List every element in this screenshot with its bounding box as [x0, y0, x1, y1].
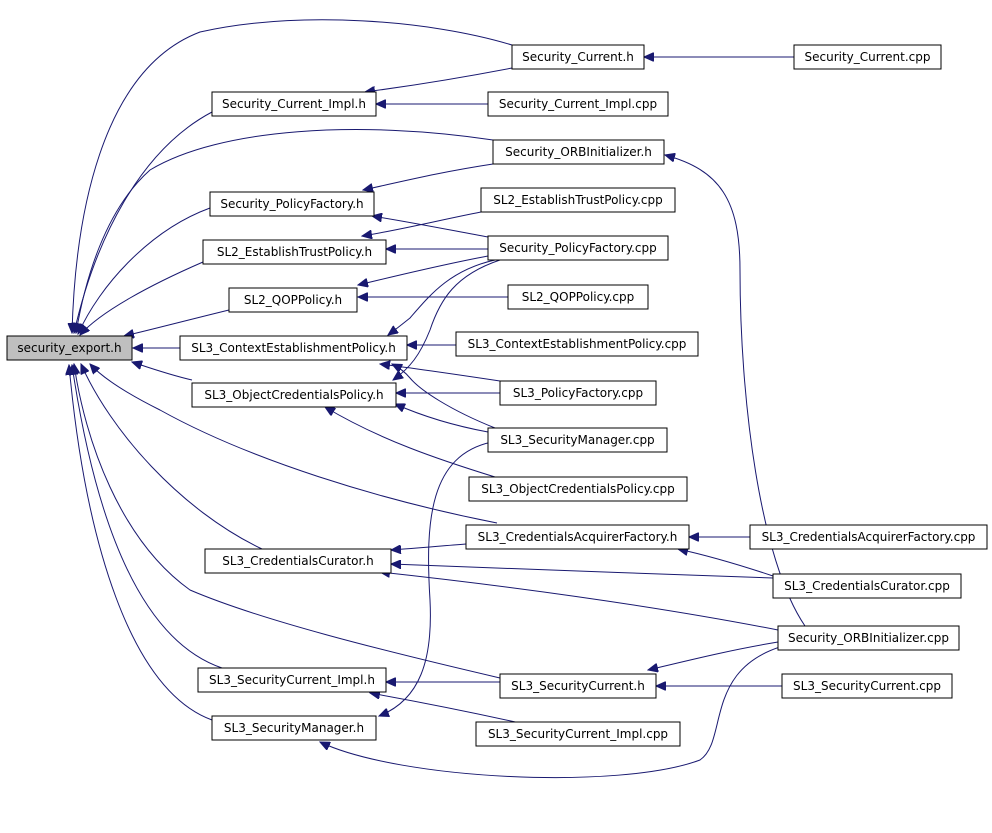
svg-text:SL3_ObjectCredentialsPolicy.cp: SL3_ObjectCredentialsPolicy.cpp: [481, 482, 675, 496]
edge-cc-cpp-to-caf-h: [678, 549, 774, 577]
svg-text:Security_PolicyFactory.cpp: Security_PolicyFactory.cpp: [499, 241, 657, 255]
node-security-export-h[interactable]: security_export.h: [6, 335, 133, 361]
node-sl3-securitycurrent-impl-cpp[interactable]: SL3_SecurityCurrent_Impl.cpp: [475, 721, 681, 747]
node-sl3-securitymanager-h[interactable]: SL3_SecurityManager.h: [211, 715, 377, 741]
node-sl3-objectcredentialspolicy-cpp[interactable]: SL3_ObjectCredentialsPolicy.cpp: [468, 476, 688, 502]
edge-policyfactory-cpp-to-cep-h: [388, 259, 496, 335]
node-sl3-credentialsacquirerfactory-cpp[interactable]: SL3_CredentialsAcquirerFactory.cpp: [749, 524, 988, 550]
node-security-orbinitializer-h[interactable]: Security_ORBInitializer.h: [492, 139, 665, 165]
svg-text:SL3_CredentialsAcquirerFactory: SL3_CredentialsAcquirerFactory.cpp: [762, 530, 976, 544]
edge-sl3-sc-impl-h-to-export: [72, 365, 223, 669]
svg-text:SL3_SecurityManager.cpp: SL3_SecurityManager.cpp: [500, 433, 654, 447]
node-sl2-qoppolicy-h[interactable]: SL2_QOPPolicy.h: [228, 287, 358, 313]
edge-etp-cpp-to-etp-h: [362, 211, 482, 236]
node-sl3-contextestablishmentpolicy-cpp[interactable]: SL3_ContextEstablishmentPolicy.cpp: [455, 331, 699, 357]
node-security-orbinitializer-cpp[interactable]: Security_ORBInitializer.cpp: [777, 625, 960, 651]
edge-orbinit-h-to-policyfactory-h: [363, 163, 494, 190]
edge-current-impl-h-to-export: [74, 111, 213, 333]
edge-sm-cpp-to-ocp-h: [395, 404, 489, 433]
svg-text:Security_ORBInitializer.cpp: Security_ORBInitializer.cpp: [788, 631, 949, 645]
node-security-policyfactory-cpp[interactable]: Security_PolicyFactory.cpp: [487, 235, 669, 261]
edge-sl2-qop-h-to-export: [124, 309, 230, 336]
edge-policyfactory-cpp-to-policyfactory-h: [372, 216, 489, 238]
svg-text:SL2_QOPPolicy.cpp: SL2_QOPPolicy.cpp: [522, 290, 635, 304]
svg-text:SL3_ContextEstablishmentPolicy: SL3_ContextEstablishmentPolicy.cpp: [468, 337, 687, 351]
svg-text:SL3_ObjectCredentialsPolicy.h: SL3_ObjectCredentialsPolicy.h: [204, 388, 383, 402]
node-security-current-impl-cpp[interactable]: Security_Current_Impl.cpp: [487, 91, 669, 117]
svg-text:Security_PolicyFactory.h: Security_PolicyFactory.h: [220, 197, 363, 211]
svg-text:security_export.h: security_export.h: [17, 341, 121, 355]
edge-orbinit-cpp-to-cc-h: [380, 572, 779, 631]
node-sl3-objectcredentialspolicy-h[interactable]: SL3_ObjectCredentialsPolicy.h: [191, 382, 397, 408]
edge-orbinit-cpp-to-sm-h: [320, 641, 801, 779]
svg-text:SL3_ContextEstablishmentPolicy: SL3_ContextEstablishmentPolicy.h: [191, 341, 396, 355]
node-security-current-cpp[interactable]: Security_Current.cpp: [793, 44, 942, 70]
svg-text:SL2_QOPPolicy.h: SL2_QOPPolicy.h: [244, 293, 342, 307]
edge-policyfactory-cpp-to-ocp-h: [393, 259, 501, 380]
svg-text:SL3_SecurityManager.h: SL3_SecurityManager.h: [224, 721, 364, 735]
edge-caf-h-to-cc-h: [391, 543, 467, 550]
edge-sl3-cc-h-to-export: [81, 364, 263, 550]
edge-sl3-ocp-h-to-export: [132, 362, 193, 381]
node-security-current-impl-h[interactable]: Security_Current_Impl.h: [211, 91, 377, 117]
svg-text:Security_Current_Impl.cpp: Security_Current_Impl.cpp: [499, 97, 657, 111]
edge-policyfactory-cpp-to-qop-h: [358, 255, 489, 285]
svg-text:Security_ORBInitializer.h: Security_ORBInitializer.h: [505, 145, 652, 159]
edge-sl3-sc-h-to-export: [74, 364, 501, 679]
node-sl3-securitymanager-cpp[interactable]: SL3_SecurityManager.cpp: [487, 427, 668, 453]
svg-text:SL3_SecurityCurrent.h: SL3_SecurityCurrent.h: [511, 679, 645, 693]
edge-orbinit-cpp-to-sc-h: [648, 641, 779, 670]
node-sl2-establishtrustpolicy-h[interactable]: SL2_EstablishTrustPolicy.h: [202, 239, 387, 265]
node-security-policyfactory-h[interactable]: Security_PolicyFactory.h: [209, 191, 375, 217]
edge-sm-cpp-to-cep-h: [392, 364, 496, 429]
edge-current-h-to-current-impl-h: [365, 67, 513, 92]
svg-text:SL2_EstablishTrustPolicy.h: SL2_EstablishTrustPolicy.h: [217, 245, 372, 259]
edge-sm-cpp-to-sm-h: [379, 441, 493, 716]
svg-text:SL3_SecurityCurrent_Impl.cpp: SL3_SecurityCurrent_Impl.cpp: [488, 727, 668, 741]
svg-text:SL3_PolicyFactory.cpp: SL3_PolicyFactory.cpp: [513, 386, 643, 400]
edge-sl2-etp-h-to-export: [80, 261, 204, 335]
edge-layer: [69, 19, 806, 779]
node-sl3-credentialsacquirerfactory-h[interactable]: SL3_CredentialsAcquirerFactory.h: [465, 524, 690, 550]
edge-sc-impl-cpp-to-sc-impl-h: [370, 693, 521, 724]
edge-orbinit-h-to-export: [76, 129, 494, 333]
node-sl3-credentialscurator-h[interactable]: SL3_CredentialsCurator.h: [204, 548, 392, 574]
svg-text:SL3_CredentialsAcquirerFactory: SL3_CredentialsAcquirerFactory.h: [478, 530, 678, 544]
edge-orbinit-cpp-to-orbinit-h: [665, 155, 806, 627]
svg-text:SL3_CredentialsCurator.cpp: SL3_CredentialsCurator.cpp: [784, 579, 950, 593]
svg-text:SL3_SecurityCurrent.cpp: SL3_SecurityCurrent.cpp: [793, 679, 941, 693]
node-security-current-h[interactable]: Security_Current.h: [511, 44, 645, 70]
node-sl3-securitycurrent-h[interactable]: SL3_SecurityCurrent.h: [499, 673, 657, 699]
svg-text:Security_Current.h: Security_Current.h: [522, 50, 634, 64]
edge-policyfactory-h-to-export: [78, 207, 211, 334]
node-sl3-policyfactory-cpp[interactable]: SL3_PolicyFactory.cpp: [499, 380, 657, 406]
svg-text:Security_Current.cpp: Security_Current.cpp: [805, 50, 931, 64]
edge-cc-cpp-to-cc-h: [391, 564, 774, 579]
node-sl2-qoppolicy-cpp[interactable]: SL2_QOPPolicy.cpp: [507, 284, 649, 310]
edge-sl3-caf-h-to-export: [90, 364, 498, 524]
node-sl3-credentialscurator-cpp[interactable]: SL3_CredentialsCurator.cpp: [772, 573, 962, 599]
svg-text:SL3_CredentialsCurator.h: SL3_CredentialsCurator.h: [222, 554, 374, 568]
node-sl3-contextestablishmentpolicy-h[interactable]: SL3_ContextEstablishmentPolicy.h: [179, 335, 408, 361]
edge-sl3-sm-h-to-export: [69, 365, 213, 721]
node-sl3-securitycurrent-impl-h[interactable]: SL3_SecurityCurrent_Impl.h: [197, 667, 387, 693]
edge-ocp-cpp-to-ocp-h: [325, 407, 496, 478]
node-sl3-securitycurrent-cpp[interactable]: SL3_SecurityCurrent.cpp: [781, 673, 953, 699]
edge-sl3pf-cpp-to-cep-h: [380, 364, 501, 382]
svg-text:Security_Current_Impl.h: Security_Current_Impl.h: [222, 97, 366, 111]
node-sl2-establishtrustpolicy-cpp[interactable]: SL2_EstablishTrustPolicy.cpp: [480, 187, 676, 213]
svg-text:SL2_EstablishTrustPolicy.cpp: SL2_EstablishTrustPolicy.cpp: [493, 193, 663, 207]
svg-text:SL3_SecurityCurrent_Impl.h: SL3_SecurityCurrent_Impl.h: [209, 673, 375, 687]
edge-security-current-h-to-export: [72, 19, 513, 333]
